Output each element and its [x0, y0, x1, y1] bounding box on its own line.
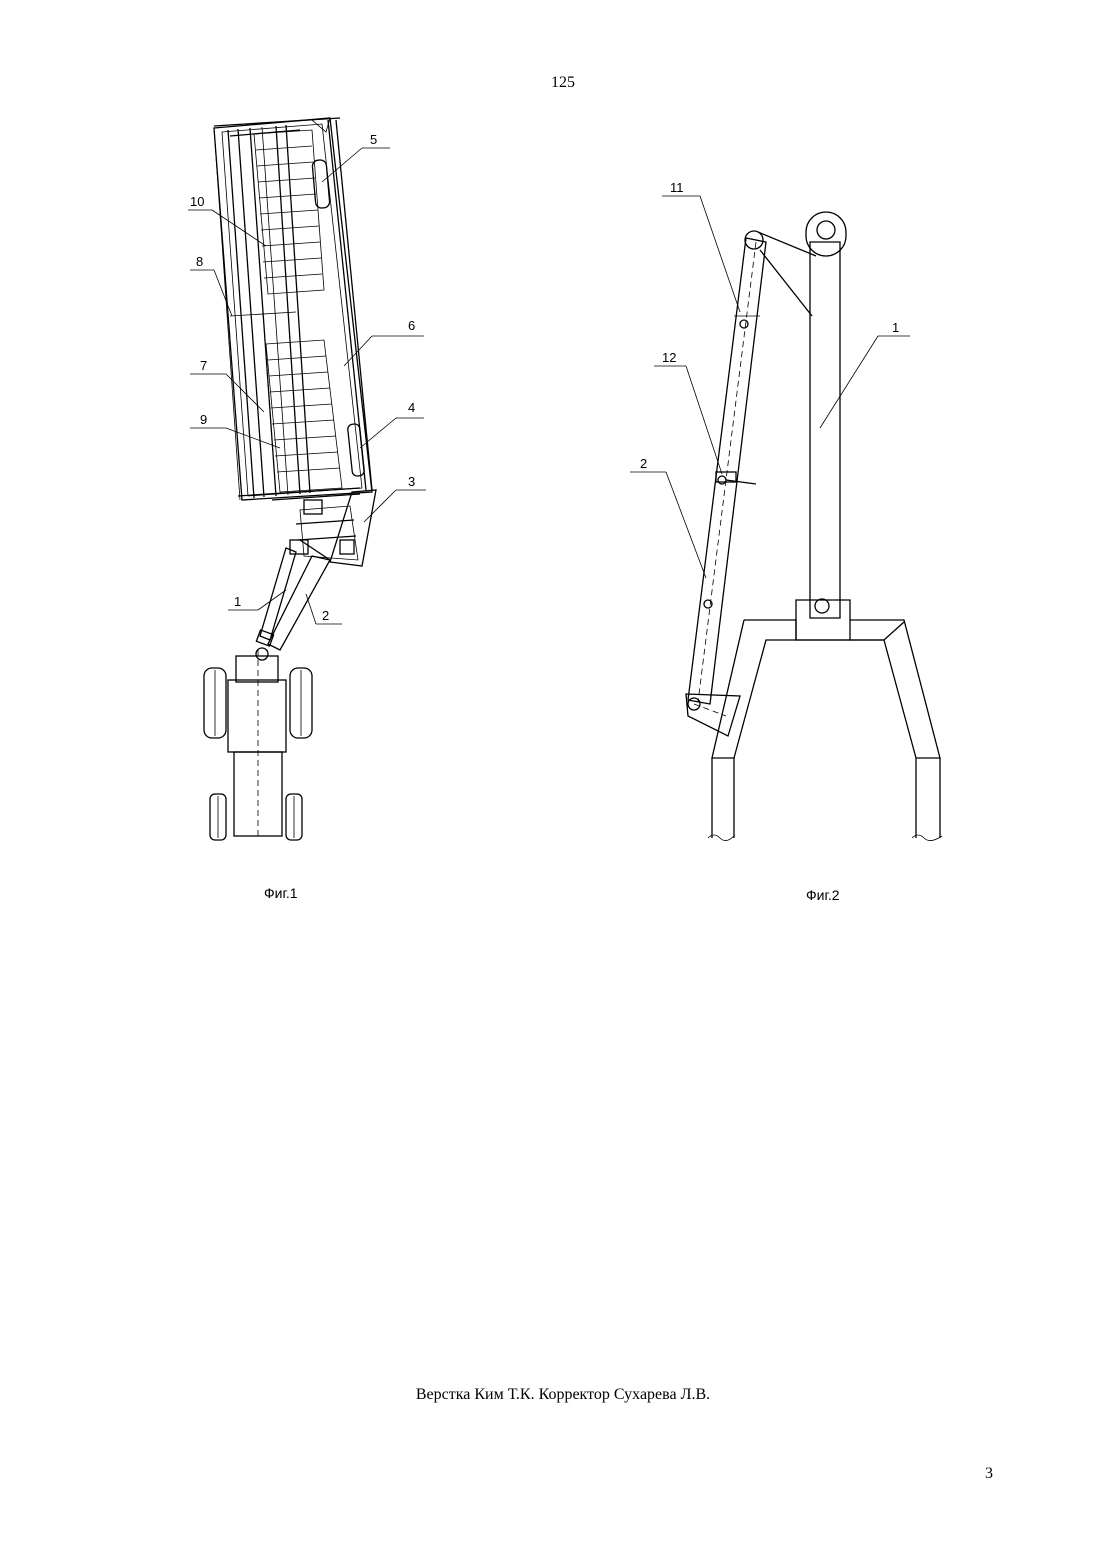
drawbars: [256, 540, 330, 660]
label-4: 4: [408, 400, 415, 415]
figure-2-caption: Фиг.2: [806, 887, 840, 903]
label-12: 12: [662, 350, 676, 365]
label-9: 9: [200, 412, 207, 427]
post-1: [810, 242, 840, 618]
figure-1-drawing: 5 10 8 6 7 9 4 3 1 2: [188, 118, 426, 840]
leader-lines-fig2: [630, 196, 910, 578]
label-11: 11: [670, 180, 684, 195]
label-3: 3: [408, 474, 415, 489]
label-10: 10: [190, 194, 204, 209]
footer-credits: Верстка Ким Т.К. Корректор Сухарева Л.В.: [0, 1386, 1100, 1404]
figure-2-drawing: 11 1 12 2: [630, 180, 942, 841]
tractor: [204, 650, 312, 840]
leader-lines-fig1: [188, 148, 426, 624]
labels-fig2: 11 1 12 2: [640, 180, 899, 471]
label-7: 7: [200, 358, 207, 373]
label-2-fig2: 2: [640, 456, 647, 471]
header-frame: [214, 118, 372, 500]
label-2: 2: [322, 608, 329, 623]
label-6: 6: [408, 318, 415, 333]
label-5: 5: [370, 132, 377, 147]
figure-1-caption: Фиг.1: [264, 885, 298, 901]
label-1-fig2: 1: [892, 320, 899, 335]
label-1: 1: [234, 594, 241, 609]
hitch-frame: [290, 490, 376, 566]
label-8: 8: [196, 254, 203, 269]
page-number-bottom: 3: [985, 1465, 993, 1483]
